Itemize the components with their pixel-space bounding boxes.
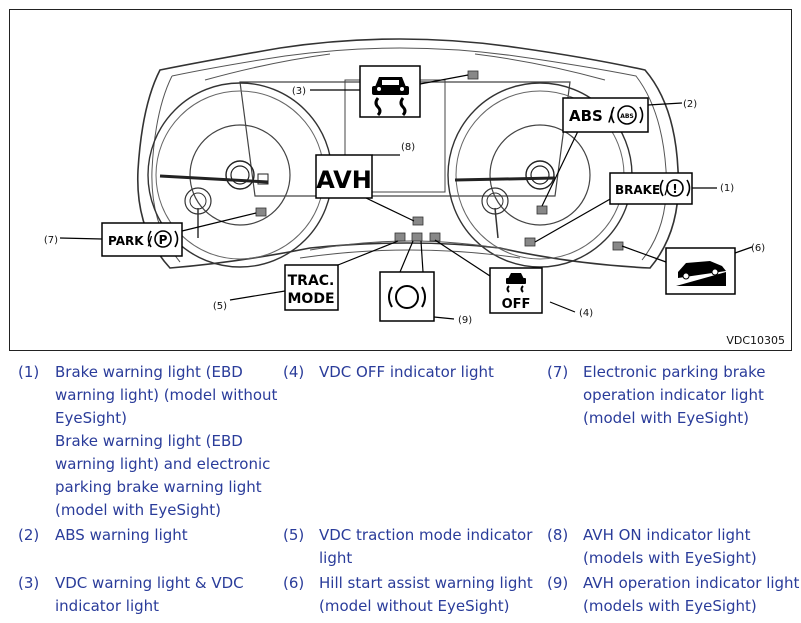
- legend-line: (models with EyeSight): [583, 549, 757, 567]
- legend-line: AVH ON indicator light: [583, 526, 751, 544]
- legend-text: ABS warning light: [55, 524, 188, 547]
- brake-label: BRAKE /: [615, 183, 669, 197]
- legend-line: (models with EyeSight): [583, 597, 757, 615]
- legend-text: AVH ON indicator light (models with EyeS…: [583, 524, 757, 570]
- park-icon-text: P: [159, 233, 168, 247]
- legend-number: (3): [18, 574, 40, 592]
- legend-text: VDC warning light & VDC indicator light: [55, 572, 244, 618]
- callout-1: (1): [720, 183, 734, 194]
- callout-7: (7): [44, 235, 58, 246]
- legend-item-3: (3) VDC warning light & VDC indicator li…: [18, 572, 278, 620]
- legend-line: (model with EyeSight): [55, 501, 221, 519]
- legend-line: ABS warning light: [55, 526, 188, 544]
- vdc-off-icon: OFF: [502, 273, 531, 312]
- legend-line: warning light) (model without: [55, 386, 278, 404]
- legend-line: VDC OFF indicator light: [319, 363, 494, 381]
- avh-operation-icon: [388, 285, 426, 309]
- avh-symbol-box: AVH: [315, 154, 373, 199]
- abs-symbol-box: ABS / ABS: [562, 97, 649, 133]
- legend-item-4: (4) VDC OFF indicator light: [283, 361, 543, 385]
- legend-number: (6): [283, 574, 305, 592]
- callout-6: (6): [751, 243, 765, 254]
- legend-text: VDC OFF indicator light: [319, 361, 494, 384]
- avh-operation-symbol-box: [379, 271, 435, 322]
- legend-item-8: (8) AVH ON indicator light (models with …: [547, 524, 797, 572]
- instrument-cluster-figure: (3) (2) (1) (6) (7) (8) (5) (4) (9) ABS …: [9, 9, 792, 351]
- legend-item-5: (5) VDC traction mode indicator light: [283, 524, 543, 572]
- legend-line: (model with EyeSight): [583, 409, 749, 427]
- legend-number: (5): [283, 526, 305, 544]
- legend-line: indicator light: [55, 597, 160, 615]
- callout-9: (9): [458, 315, 472, 326]
- legend-text: Hill start assist warning light (model w…: [319, 572, 533, 618]
- legend-line: warning light) and electronic: [55, 455, 271, 473]
- callout-4: (4): [579, 308, 593, 319]
- legend-number: (8): [547, 526, 569, 544]
- legend-item-2: (2) ABS warning light: [18, 524, 278, 548]
- legend-text: VDC traction mode indicator light: [319, 524, 532, 570]
- brake-warning-icon: !: [659, 179, 691, 197]
- legend-line: Brake warning light (EBD: [55, 363, 243, 381]
- vdc-off-label: OFF: [502, 297, 531, 312]
- legend-line: operation indicator light: [583, 386, 764, 404]
- legend-line: parking brake warning light: [55, 478, 262, 496]
- park-p-icon: P: [147, 230, 179, 248]
- brake-symbol-box: BRAKE / !: [609, 172, 693, 205]
- trac-label-line1: TRAC.: [288, 273, 335, 289]
- callout-8: (8): [401, 142, 415, 153]
- trac-mode-symbol-box: TRAC. MODE: [284, 264, 339, 311]
- legend-number: (1): [18, 363, 40, 381]
- legend-text: Brake warning light (EBD warning light) …: [55, 361, 277, 522]
- legend-line: Hill start assist warning light: [319, 574, 533, 592]
- park-symbol-box: PARK / P: [101, 222, 183, 257]
- legend-line: Electronic parking brake: [583, 363, 766, 381]
- legend-item-9: (9) AVH operation indicator light (model…: [547, 572, 799, 620]
- vdc-warning-symbol-box: [359, 65, 421, 118]
- abs-label: ABS /: [569, 107, 614, 125]
- vdc-off-symbol-box: OFF: [489, 267, 543, 314]
- legend-line: VDC warning light & VDC: [55, 574, 244, 592]
- hill-start-symbol-box: [665, 247, 736, 295]
- legend: (1) Brake warning light (EBD warning lig…: [0, 354, 801, 623]
- legend-line: Brake warning light (EBD: [55, 432, 243, 450]
- legend-line: AVH operation indicator light: [583, 574, 800, 592]
- legend-line: light: [319, 549, 353, 567]
- brake-icon-text: !: [672, 182, 677, 196]
- legend-line: (model without EyeSight): [319, 597, 510, 615]
- cluster-illustration: (3) (2) (1) (6) (7) (8) (5) (4) (9) ABS …: [44, 38, 765, 326]
- legend-line: EyeSight): [55, 409, 128, 427]
- legend-number: (7): [547, 363, 569, 381]
- legend-text: Electronic parking brake operation indic…: [583, 361, 766, 430]
- avh-label: AVH: [316, 166, 372, 194]
- abs-icon: ABS: [610, 105, 644, 125]
- callout-2: (2): [683, 99, 697, 110]
- callout-3: (3): [292, 86, 306, 97]
- legend-item-7: (7) Electronic parking brake operation i…: [547, 361, 797, 431]
- figure-code: VDC10305: [726, 334, 785, 347]
- callout-5: (5): [213, 301, 227, 312]
- vdc-skid-car-icon: [372, 77, 409, 117]
- legend-number: (4): [283, 363, 305, 381]
- legend-number: (2): [18, 526, 40, 544]
- hill-start-car-icon: [676, 261, 726, 286]
- legend-line: VDC traction mode indicator: [319, 526, 533, 544]
- legend-item-6: (6) Hill start assist warning light (mod…: [283, 572, 543, 620]
- trac-label-line2: MODE: [287, 291, 334, 307]
- park-label: PARK /: [108, 234, 153, 248]
- legend-item-1: (1) Brake warning light (EBD warning lig…: [18, 361, 278, 523]
- legend-number: (9): [547, 574, 569, 592]
- abs-icon-text: ABS: [620, 113, 634, 120]
- legend-text: AVH operation indicator light (models wi…: [583, 572, 799, 618]
